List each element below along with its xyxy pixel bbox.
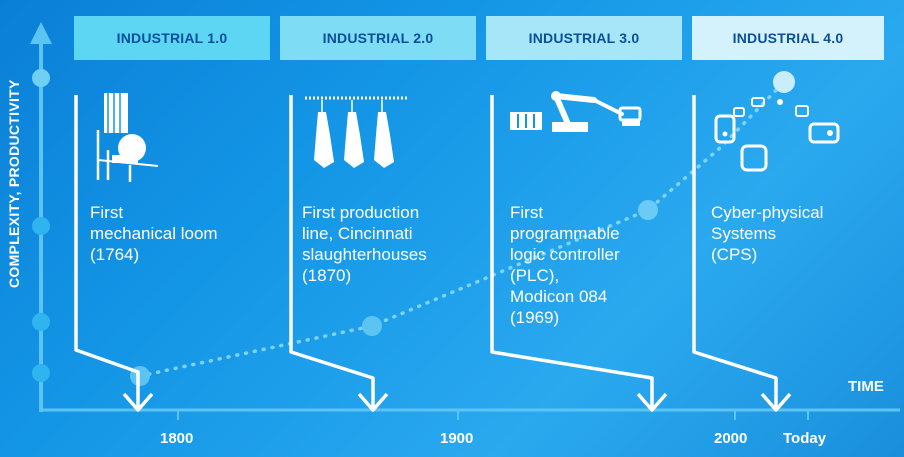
x-axis-label: TIME	[848, 378, 884, 395]
robot-arm-icon	[510, 91, 642, 132]
era-description-line: Modicon 084	[510, 287, 608, 306]
y-axis-dot	[32, 313, 50, 331]
era-arrow-2	[289, 95, 389, 412]
cyber-physical-systems-icon	[714, 97, 840, 172]
era-description-line: (1870)	[302, 266, 352, 285]
era-description-line: First production	[302, 203, 420, 222]
x-tick-label: 2000	[714, 430, 748, 447]
era-description-4: Cyber-physical Systems (CPS)	[711, 202, 823, 265]
era-description-line: (PLC),	[510, 266, 560, 285]
era-description-line: slaughterhouses	[302, 245, 427, 264]
era-label-industrial-4: INDUSTRIAL 4.0	[692, 16, 884, 60]
era-label-industrial-1: INDUSTRIAL 1.0	[74, 16, 270, 60]
x-tick-label: 1800	[160, 430, 194, 447]
era-arrow-1	[74, 95, 154, 412]
era-description-line: (1764)	[90, 245, 140, 264]
era-description-line: Systems	[711, 224, 777, 243]
era-description-line: programmable	[510, 224, 620, 243]
trend-dot	[773, 71, 795, 93]
era-description-3: First programmable logic controller (PLC…	[510, 202, 620, 328]
era-description-line: logic controller	[510, 245, 620, 264]
era-label-industrial-3: INDUSTRIAL 3.0	[486, 16, 682, 60]
x-tick-label: 1900	[440, 430, 474, 447]
x-tick-label: Today	[783, 430, 827, 447]
era-label-industrial-2: INDUSTRIAL 2.0	[280, 16, 476, 60]
y-axis-label: COMPLEXITY, PRODUCTIVITY	[6, 79, 22, 288]
era-description-2: First production line, Cincinnati slaugh…	[302, 202, 427, 286]
y-axis-dot	[32, 69, 50, 87]
slaughterhouse-line-icon	[305, 96, 408, 168]
trend-dot	[362, 316, 382, 336]
trend-dot	[638, 200, 658, 220]
era-description-line: (1969)	[510, 308, 560, 327]
era-arrow-3	[490, 95, 668, 412]
era-description-line: (CPS)	[711, 245, 758, 264]
era-description-line: mechanical loom	[90, 224, 218, 243]
era-description-line: Cyber-physical	[711, 203, 824, 222]
era-description-1: First mechanical loom (1764)	[90, 202, 218, 265]
y-axis-dot	[32, 364, 50, 382]
era-description-line: line, Cincinnati	[302, 224, 413, 243]
era-description-line: First	[510, 203, 544, 222]
progress-trend-line	[138, 80, 786, 378]
y-axis-dot	[32, 217, 50, 235]
era-arrow-4	[692, 95, 792, 412]
era-description-line: First	[90, 203, 124, 222]
loom-icon	[96, 93, 159, 182]
